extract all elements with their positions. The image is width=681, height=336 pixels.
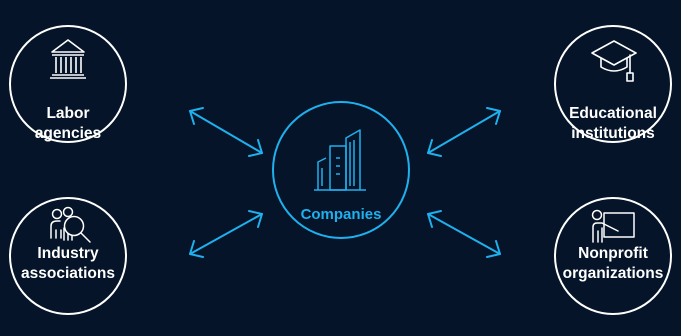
people-magnifier-icon — [50, 206, 91, 243]
industry-associations-label: Industry associations — [13, 244, 123, 284]
companies-circle — [272, 101, 410, 239]
labor-agencies-label-line1: Labor — [46, 105, 90, 122]
buildings-icon — [314, 129, 366, 191]
nonprofit-organizations-label-line2: organizations — [562, 265, 664, 282]
graduation-cap-icon — [591, 40, 637, 82]
presenter-board-icon — [591, 209, 635, 243]
educational-institutions-label-line1: Educational — [569, 105, 657, 122]
labor-agencies-label: Labor agencies — [18, 104, 118, 144]
educational-institutions-circle — [554, 25, 672, 143]
companies-label: Companies — [300, 206, 382, 223]
labor-agencies-label-line2: agencies — [34, 125, 102, 142]
industry-associations-label-line1: Industry — [37, 245, 99, 262]
nonprofit-organizations-circle — [554, 197, 672, 315]
nonprofit-organizations-label-line1: Nonprofit — [578, 245, 648, 262]
arrow-nonprofit — [427, 210, 501, 258]
nonprofit-organizations-label: Nonprofit organizations — [553, 244, 673, 284]
industry-associations-label-line2: associations — [21, 265, 115, 282]
arrow-education — [427, 107, 501, 157]
labor-agencies-circle — [9, 25, 127, 143]
government-building-icon — [50, 39, 86, 79]
arrow-labor — [189, 107, 263, 157]
industry-associations-circle — [9, 197, 127, 315]
arrow-industry — [189, 210, 263, 258]
educational-institutions-label: Educational institutions — [558, 104, 668, 144]
educational-institutions-label-line2: institutions — [571, 125, 655, 142]
